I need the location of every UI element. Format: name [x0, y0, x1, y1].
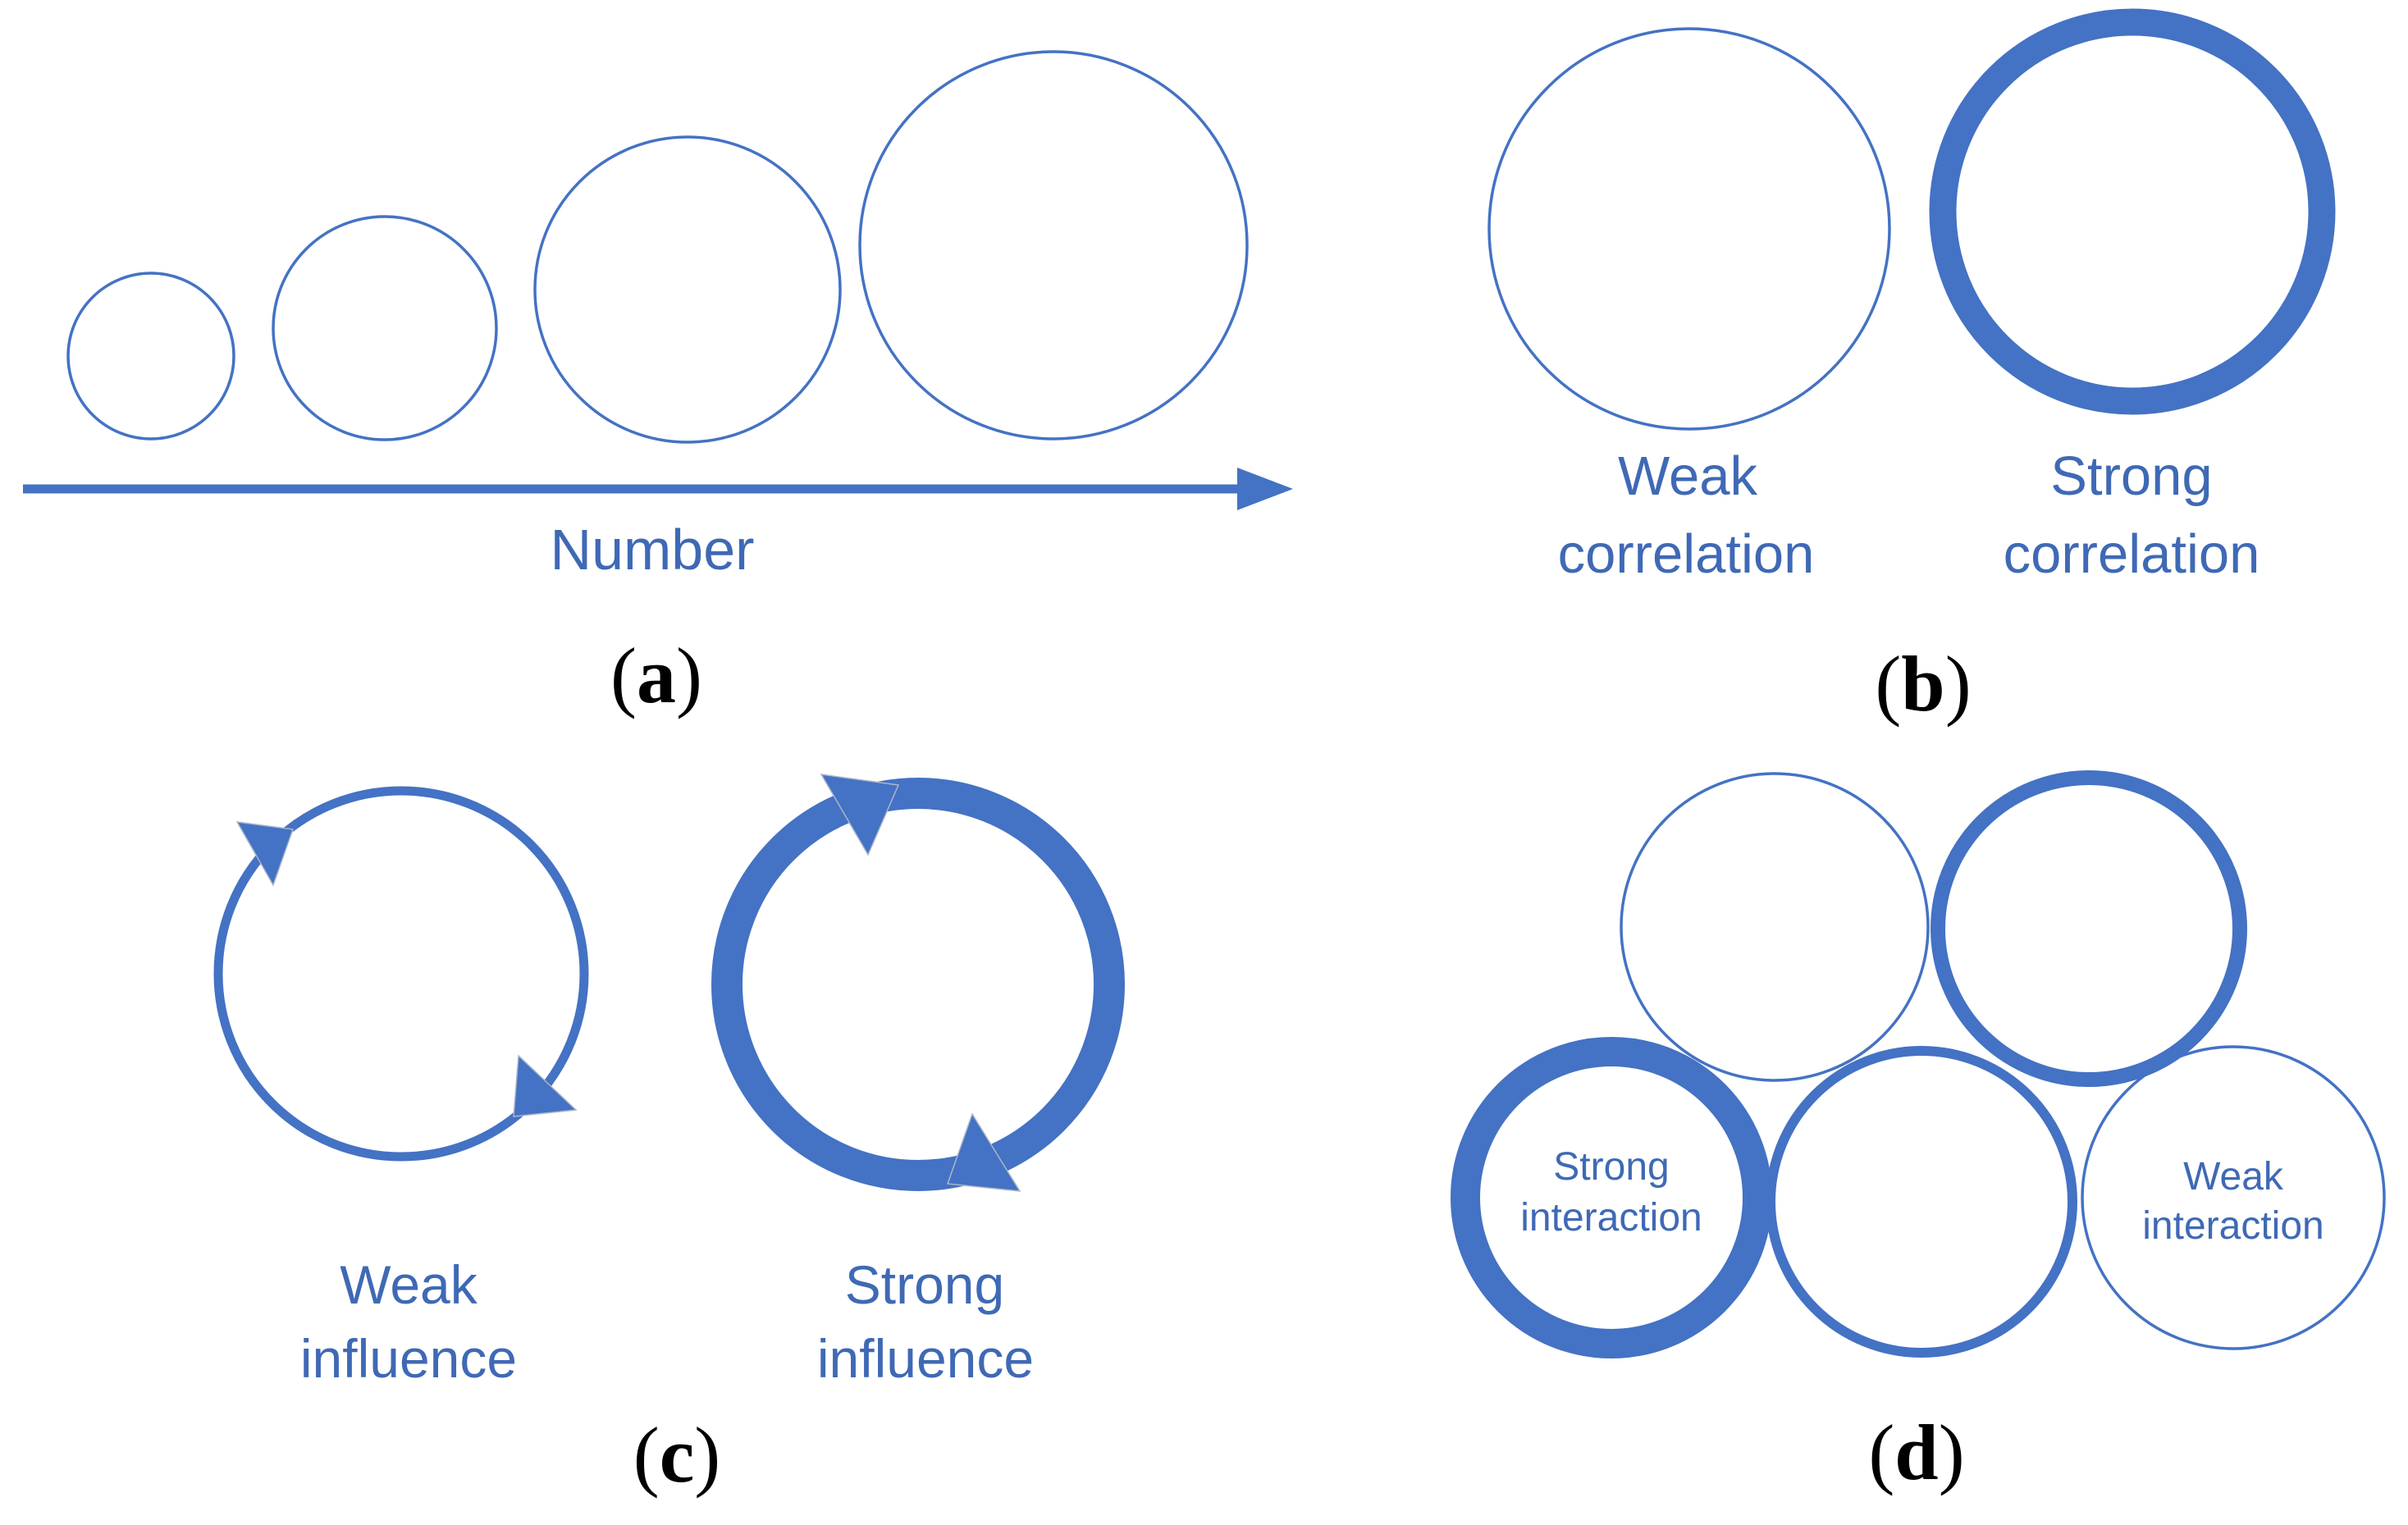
strong-correlation-circle [1929, 8, 2336, 415]
weak-influence-arrowhead-top-icon [235, 821, 295, 887]
interaction-circle-bottom-middle [1766, 1046, 2077, 1358]
strong-interaction-circle [1451, 1037, 1772, 1358]
caption-a-paren-close: ) [676, 632, 702, 719]
strong-interaction-label-line1: Strong [1553, 1145, 1669, 1189]
strong-influence-label-line1: Strong [845, 1254, 1004, 1315]
size-legend-circle-3 [533, 135, 842, 444]
caption-c-letter: c [660, 1411, 695, 1499]
weak-influence-circle [213, 786, 589, 1162]
weak-interaction-label-line2: interaction [2142, 1204, 2323, 1248]
caption-b-paren-open: ( [1875, 640, 1901, 728]
panel-a: Number (a) [23, 50, 1293, 719]
interaction-circle-top-right [1931, 770, 2247, 1087]
strong-influence-arrowhead-bottom-icon [946, 1112, 1021, 1192]
weak-influence-arrowhead-bottom-icon [513, 1054, 578, 1117]
caption-c-paren-close: ) [694, 1411, 720, 1499]
weak-interaction-label-line1: Weak [2183, 1155, 2284, 1199]
caption-c: (c) [633, 1411, 721, 1499]
strong-correlation-label-line1: Strong [2050, 445, 2212, 507]
strong-influence-arrowhead-top-icon [820, 774, 900, 856]
weak-influence-label-line2: influence [300, 1328, 517, 1389]
weak-interaction-circle [2081, 1045, 2386, 1350]
size-legend-circle-2 [272, 215, 498, 441]
panel-c: Weak influence Strong influence (c) [213, 774, 1125, 1499]
interaction-circle-top-left [1620, 772, 1930, 1082]
caption-b-letter: b [1901, 640, 1944, 728]
strong-interaction-label-line2: interaction [1520, 1196, 1702, 1240]
caption-d-paren-open: ( [1868, 1409, 1894, 1496]
weak-correlation-label-line1: Weak [1618, 445, 1758, 507]
caption-c-paren-open: ( [633, 1411, 660, 1499]
caption-a-letter: a [637, 632, 676, 719]
caption-a-paren-open: ( [610, 632, 637, 719]
strong-influence-label-line2: influence [817, 1328, 1034, 1389]
right-arrow-icon [1237, 468, 1293, 510]
strong-influence-circle [711, 778, 1125, 1191]
panel-d: Strong interaction Weak interaction (d) [1451, 770, 2386, 1496]
caption-d-letter: d [1894, 1409, 1938, 1496]
caption-d: (d) [1868, 1409, 1964, 1496]
weak-influence-label-line1: Weak [340, 1254, 478, 1315]
strong-correlation-label-line2: correlation [2004, 523, 2260, 585]
size-legend-circle-1 [66, 272, 235, 441]
size-legend-circle-4 [858, 50, 1249, 441]
caption-d-paren-close: ) [1939, 1409, 1965, 1496]
weak-correlation-label-line2: correlation [1558, 523, 1815, 585]
caption-a: (a) [610, 632, 702, 719]
caption-b: (b) [1875, 640, 1971, 728]
caption-b-paren-close: ) [1945, 640, 1972, 728]
panel-b: Weak correlation Strong correlation (b) [1487, 8, 2336, 728]
number-axis-label: Number [551, 518, 755, 582]
weak-correlation-circle [1487, 27, 1891, 431]
